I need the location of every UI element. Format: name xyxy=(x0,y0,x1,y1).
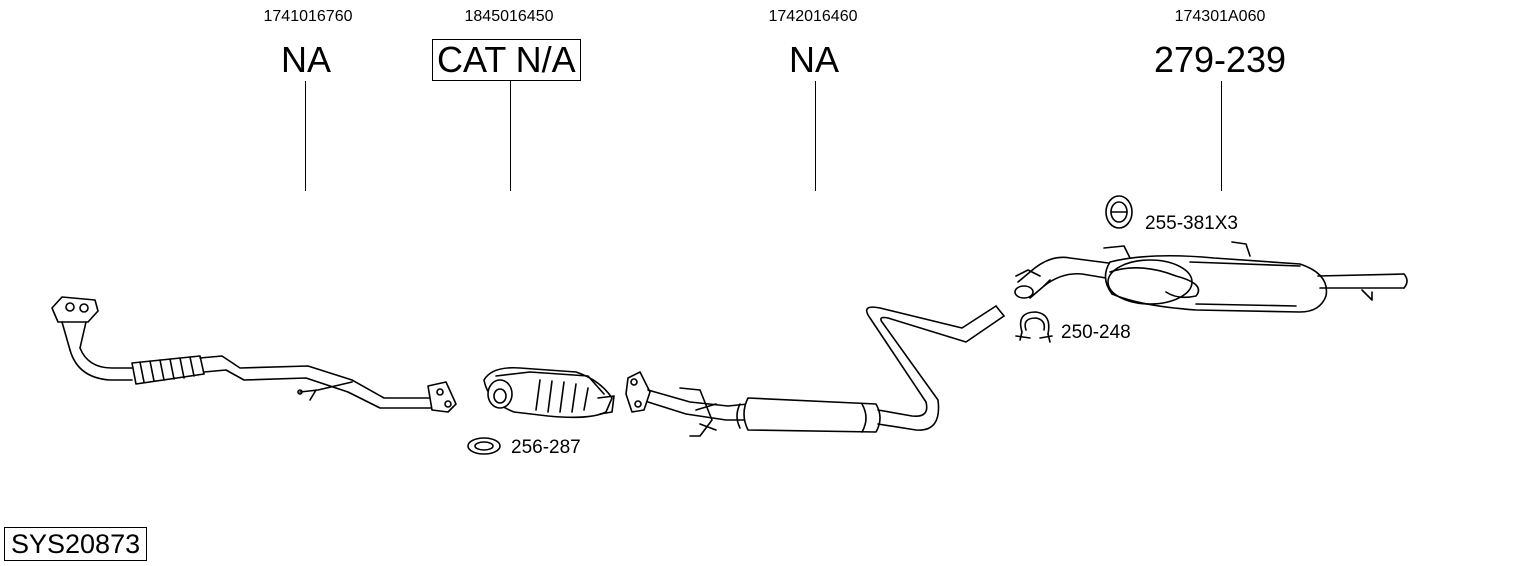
system-id-label: SYS20873 xyxy=(4,527,148,561)
accessory-label-gasket[interactable]: 256-287 xyxy=(511,437,581,458)
catalytic-converter-drawing xyxy=(483,366,615,419)
part-number-2[interactable]: CAT N/A xyxy=(432,39,581,81)
oem-number-3: 1742016460 xyxy=(768,8,858,25)
gasket-ring-icon xyxy=(467,437,501,455)
oem-number-2: 1845016450 xyxy=(464,8,554,25)
leader-line-1 xyxy=(305,81,306,191)
leader-line-2 xyxy=(510,81,511,191)
center-pipe-drawing xyxy=(625,305,1005,437)
clamp-icon xyxy=(1015,311,1053,343)
rear-silencer-drawing xyxy=(1014,241,1408,313)
leader-line-3 xyxy=(815,81,816,191)
leader-line-4 xyxy=(1221,81,1222,191)
part-number-3[interactable]: NA xyxy=(788,39,839,80)
accessory-label-hanger[interactable]: 255-381X3 xyxy=(1145,213,1238,234)
accessory-label-clamp[interactable]: 250-248 xyxy=(1061,322,1131,343)
part-number-4[interactable]: 279-239 xyxy=(1153,39,1287,80)
rubber-hanger-icon xyxy=(1105,195,1133,229)
oem-number-1: 1741016760 xyxy=(263,8,353,25)
front-pipe-drawing xyxy=(51,296,457,413)
oem-number-4: 174301A060 xyxy=(1174,8,1266,25)
part-number-1[interactable]: NA xyxy=(280,39,331,80)
